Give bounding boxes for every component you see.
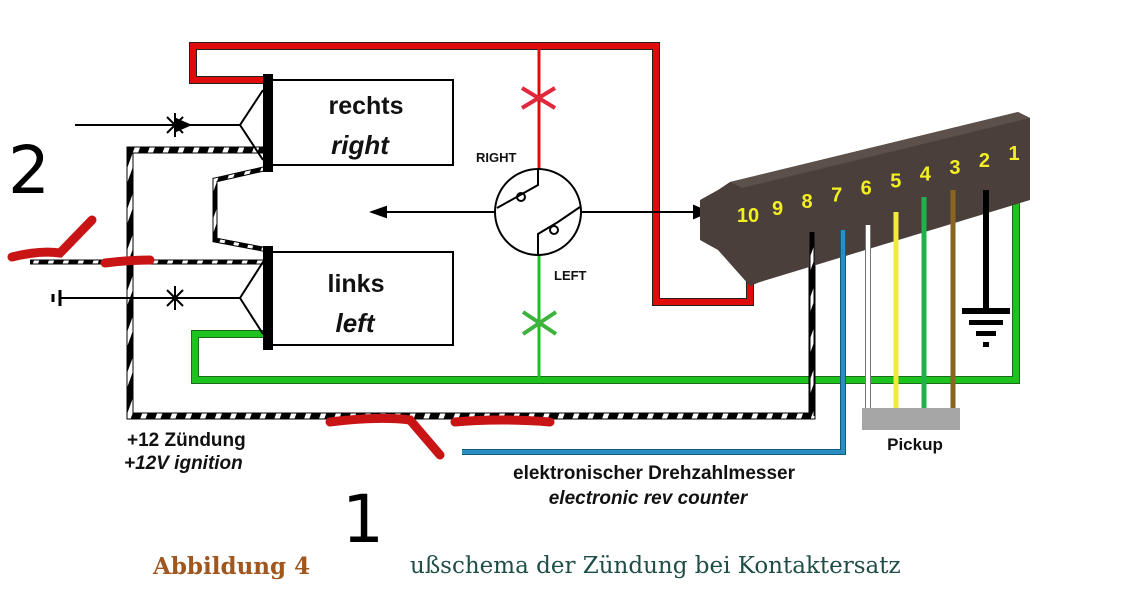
- red-x-marker: [520, 86, 557, 110]
- red-wire: [189, 42, 754, 306]
- pin-label-9: 9: [772, 198, 783, 220]
- annotation-number-2: 2: [8, 132, 50, 209]
- coil-right-label-de: rechts: [328, 92, 403, 120]
- rev-counter-label-de: elektronischer Drehzahlmesser: [513, 463, 796, 484]
- pin-label-8: 8: [802, 191, 813, 213]
- coil-right: rechts right: [263, 74, 454, 172]
- green-x-marker: [521, 310, 558, 336]
- pickup-block: [862, 408, 960, 430]
- pin-label-4: 4: [920, 164, 932, 186]
- red-annotation-marks: [7, 215, 555, 460]
- coil-left-label-de: links: [328, 270, 385, 298]
- coil-left-label-en: left: [336, 308, 376, 338]
- ground-small-icon: [51, 290, 62, 306]
- coil-right-label-en: right: [331, 130, 390, 160]
- pickup-label: Pickup: [887, 435, 943, 454]
- ignition-label-en: +12V ignition: [124, 453, 243, 474]
- spark-plug-icon: [60, 261, 264, 335]
- coil-left: links left: [263, 246, 454, 350]
- switch-label-right: RIGHT: [476, 150, 517, 165]
- pin-label-5: 5: [890, 171, 901, 193]
- terminal-connector: [700, 112, 1030, 286]
- ignition-label-de: +12 Zündung: [127, 430, 246, 451]
- pin-label-3: 3: [949, 157, 960, 179]
- pin-label-10: 10: [737, 205, 759, 227]
- connector-wires: [462, 190, 989, 455]
- figure-caption-text: ußschema der Zündung bei Kontaktersatz: [410, 553, 901, 579]
- green-wire: [191, 185, 1020, 384]
- annotation-number-1: 1: [342, 481, 384, 558]
- switch-label-left: LEFT: [554, 268, 587, 283]
- ground-icon: [962, 308, 1010, 347]
- rev-counter-label-en: electronic rev counter: [549, 488, 749, 509]
- spark-plug-icon: [75, 89, 264, 161]
- figure-caption-label: Abbildung 4: [153, 553, 311, 580]
- pin-label-6: 6: [861, 177, 872, 199]
- pin-label-7: 7: [831, 184, 842, 206]
- pin-label-2: 2: [979, 150, 990, 172]
- pin-label-1: 1: [1008, 143, 1019, 165]
